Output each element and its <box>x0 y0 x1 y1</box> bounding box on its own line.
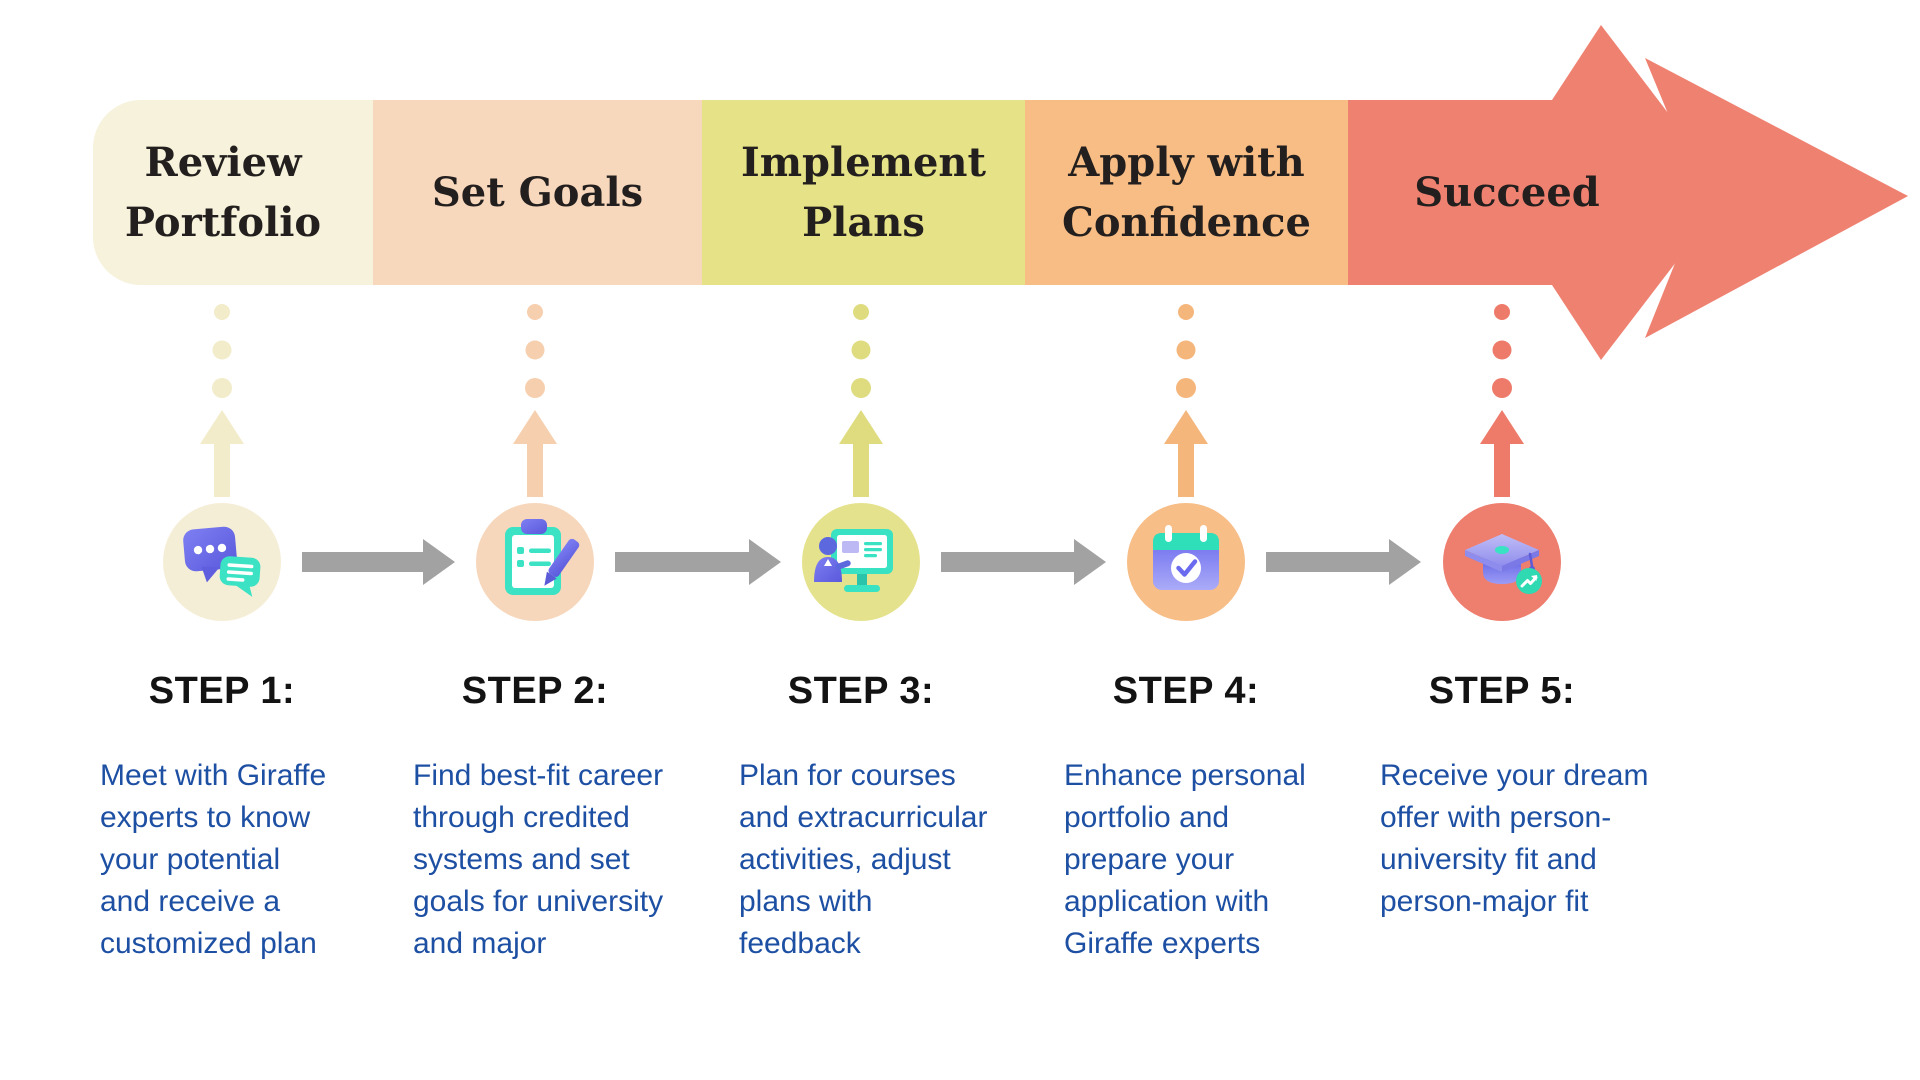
progress-dot <box>853 304 869 320</box>
progress-dot <box>1176 378 1196 398</box>
step-2-description: Find best-fit career through credited sy… <box>413 759 664 960</box>
step-3-label: STEP 3: <box>787 670 935 712</box>
step-1-label: STEP 1: <box>148 670 296 712</box>
progress-dot <box>214 304 230 320</box>
up-arrow-icon <box>1480 410 1524 497</box>
banner-label-review-portfolio: Review Portfolio <box>124 138 322 246</box>
graduation-cap-icon <box>1465 534 1542 594</box>
progress-dot <box>212 340 232 360</box>
banner-label-succeed: Succeed <box>1414 168 1600 216</box>
banner-label-apply-confidence: Apply with Confidence <box>1062 138 1311 246</box>
progress-dot <box>525 378 545 398</box>
progress-dot <box>1494 304 1510 320</box>
step-4-label: STEP 4: <box>1112 670 1260 712</box>
step-5-description: Receive your dream offer with person- un… <box>1380 759 1649 918</box>
right-arrow-icon <box>615 539 781 585</box>
step-4-description: Enhance personal portfolio and prepare y… <box>1064 759 1306 960</box>
right-arrow-icon <box>302 539 455 585</box>
calendar-icon <box>1153 525 1219 590</box>
right-arrow-icon <box>1266 539 1421 585</box>
step-3-description: Plan for courses and extracurricular act… <box>739 759 988 960</box>
banner-arrowhead-icon <box>1645 58 1908 338</box>
banner-segment-5 <box>1348 25 1729 360</box>
banner-segment-1 <box>93 100 373 285</box>
progress-dot <box>1492 340 1512 360</box>
progress-dot <box>1176 340 1196 360</box>
progress-dot <box>525 340 545 360</box>
step-5-label: STEP 5: <box>1428 670 1576 712</box>
right-arrow-icon <box>941 539 1106 585</box>
clipboard-icon <box>505 519 580 595</box>
step-1-description: Meet with Giraffe experts to know your p… <box>100 759 327 960</box>
banner-arrow <box>93 25 1908 360</box>
progress-dot <box>1492 378 1512 398</box>
progress-dot <box>1178 304 1194 320</box>
up-arrow-icon <box>513 410 557 497</box>
banner-segment-3 <box>702 100 1025 285</box>
progress-dot <box>851 378 871 398</box>
up-arrow-icon <box>1164 410 1208 497</box>
banner-segment-4 <box>1025 100 1348 285</box>
banner-label-set-goals: Set Goals <box>431 168 644 216</box>
progress-dot <box>851 340 871 360</box>
up-arrow-icon <box>200 410 244 497</box>
step-2-label: STEP 2: <box>461 670 609 712</box>
progress-dot <box>527 304 543 320</box>
chat-icon <box>183 526 261 597</box>
progress-dot <box>212 378 232 398</box>
banner-segment-2 <box>373 100 702 285</box>
banner-label-implement-plans: Implement Plans <box>741 138 986 246</box>
presentation-icon <box>814 529 893 592</box>
up-arrow-icon <box>839 410 883 497</box>
